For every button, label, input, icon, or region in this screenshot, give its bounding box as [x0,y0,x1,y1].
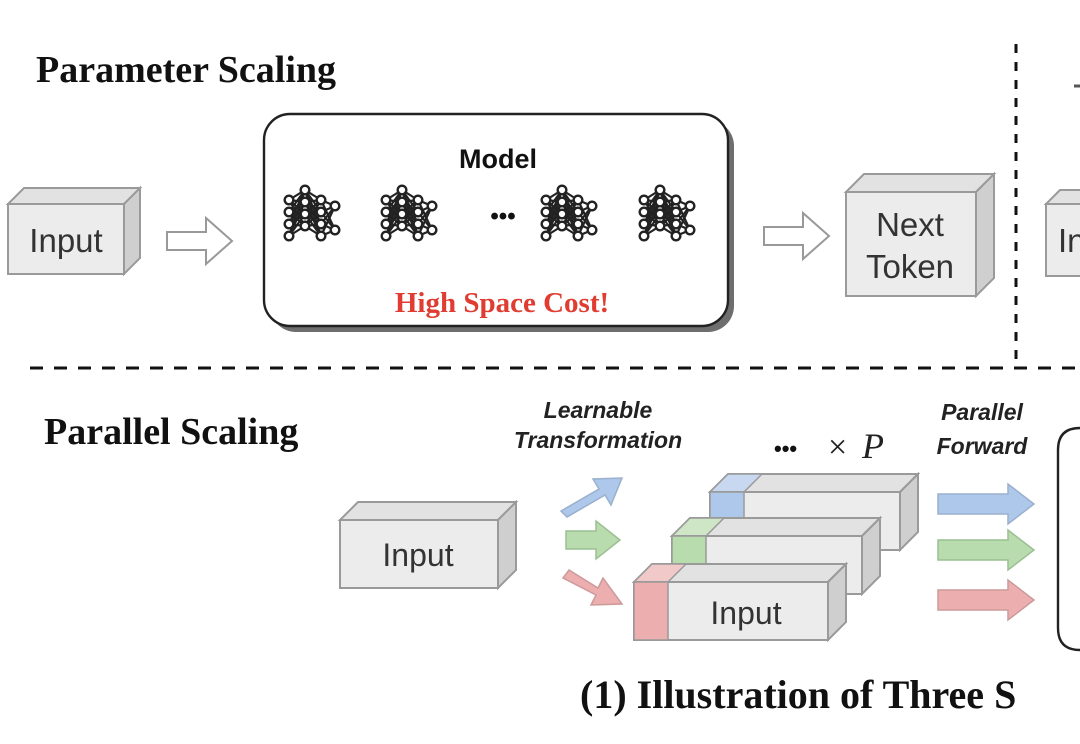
param-arrow-in [166,215,234,267]
stacked-input-red: Input [631,561,849,643]
forward-arrow-red [937,578,1036,622]
forward-arrow-blue [937,482,1036,526]
parallel-forward-line1: Parallel [941,399,1023,425]
learnable-transformation-line1: Learnable [544,397,653,423]
parallel-input-box: Input [337,499,519,591]
figure-caption: (1) Illustration of Three S [580,672,1016,717]
param-input-box: Input [5,185,143,277]
copies-dots: ••• [774,436,797,461]
model-ellipsis: ••• [490,203,515,230]
model-box: Model ••• High Space Cost! [262,112,734,332]
transform-arrow-blue [559,477,624,518]
learnable-transformation-line2: Transformation [514,427,682,453]
copies-variable: P [861,426,884,466]
next-token-label-line1: Next [876,206,944,243]
clipped-input-label: In [1058,222,1080,259]
stacked-input-label: Input [710,595,781,631]
forward-arrow-green [937,528,1036,572]
parallel-forward-line2: Forward [937,433,1029,459]
transform-arrow-red [561,569,624,606]
copies-times: × [828,429,847,466]
next-token-box: Next Token [843,171,997,299]
clipped-model-box [1056,426,1080,652]
model-label: Model [459,144,537,174]
param-arrow-out [763,210,831,262]
high-space-cost-warning: High Space Cost! [395,287,609,319]
clipped-input-box: In [1043,189,1080,277]
next-token-label-line2: Token [866,248,954,285]
param-input-label: Input [29,222,102,259]
parallel-input-label: Input [382,537,453,573]
parameter-scaling-heading: Parameter Scaling [36,49,336,91]
transform-arrow-green [565,519,622,561]
parallel-scaling-heading: Parallel Scaling [44,411,298,453]
